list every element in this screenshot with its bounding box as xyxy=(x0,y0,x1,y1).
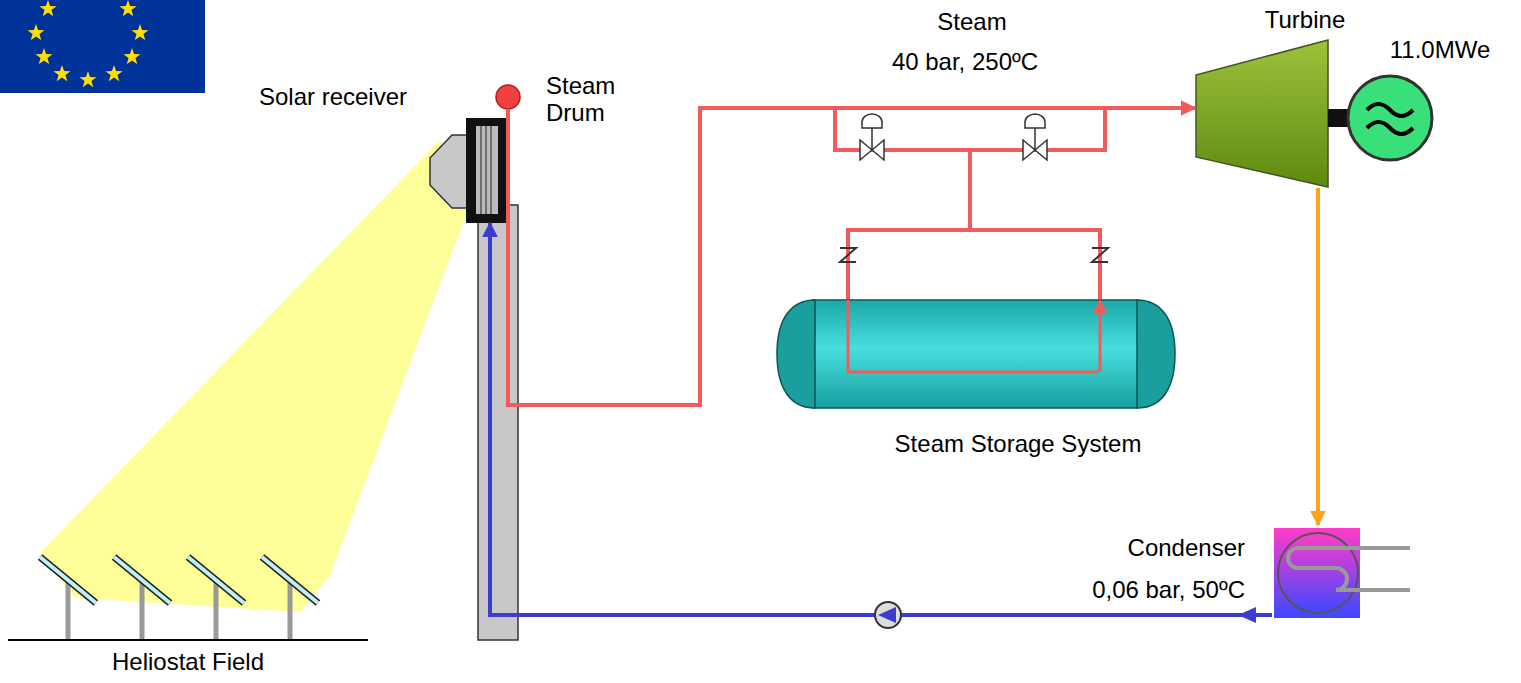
receiver-node: Solar receiver xyxy=(430,118,520,223)
tank-cap xyxy=(1137,300,1175,408)
node-label: Solar receiver xyxy=(259,83,407,111)
node-label: Condenser xyxy=(1128,534,1245,562)
eu-flag xyxy=(0,0,205,93)
flow-arrow xyxy=(1093,299,1107,313)
pump-arrow xyxy=(878,607,896,623)
heliostat-mirror xyxy=(262,557,318,603)
heliostat-mirror xyxy=(40,557,96,603)
heliostat-post xyxy=(66,580,71,640)
receiver-body xyxy=(466,118,506,223)
receiver-hood xyxy=(430,135,468,208)
node-label: Heliostat Field xyxy=(112,648,264,676)
ac-symbol xyxy=(1367,104,1413,134)
storage-node: Steam Storage System xyxy=(777,300,1175,408)
ground-line xyxy=(8,639,368,641)
heliostat-mirror xyxy=(188,557,244,603)
tank-outline xyxy=(812,300,1138,408)
valve-actuator xyxy=(862,114,882,150)
heliostat-mirror xyxy=(188,557,244,603)
flag-star xyxy=(35,48,52,64)
steam-drum xyxy=(496,85,520,109)
condenser-node: Condenser0,06 bar, 50ºC xyxy=(1272,525,1362,620)
flag-star xyxy=(79,71,96,87)
tank-cap xyxy=(777,300,815,408)
light-beam xyxy=(40,140,470,612)
heliostat-mirror xyxy=(114,557,170,603)
flag-star xyxy=(105,65,122,81)
node-label: 11.0MWe xyxy=(1390,36,1491,64)
tower xyxy=(478,205,518,640)
flag-star xyxy=(53,65,70,81)
check-valve xyxy=(1092,248,1108,262)
steam-condition: 40 bar, 250ºC xyxy=(892,48,1038,76)
node-label: Steam Drum xyxy=(546,72,615,126)
node-label: Steam Storage System xyxy=(895,430,1142,458)
storage-pipe xyxy=(835,108,1105,300)
tank-body xyxy=(812,300,1138,408)
generator xyxy=(1348,76,1432,160)
heliostat-mirror xyxy=(114,557,170,603)
tank-internal-pipe xyxy=(848,300,1100,372)
flag-star xyxy=(39,0,56,16)
receiver-tubes xyxy=(481,126,491,214)
flag-star xyxy=(119,0,136,16)
flow-arrow xyxy=(1238,607,1256,623)
node-label: 0,06 bar, 50ºC xyxy=(1092,576,1245,604)
flag-star xyxy=(123,48,140,64)
turbine-node: Turbine xyxy=(1195,40,1330,188)
turbine-body xyxy=(1196,40,1328,187)
flag-star xyxy=(131,24,148,40)
heliostat-post xyxy=(288,580,293,640)
receiver-panel xyxy=(476,126,498,214)
heliostat-mirror xyxy=(40,557,96,603)
heliostat-post xyxy=(214,580,219,640)
edge-label: Steam xyxy=(937,8,1006,36)
heliostat-mirror xyxy=(262,557,318,603)
pump-symbol xyxy=(875,602,901,628)
valve-actuator xyxy=(1025,114,1045,150)
cooling-coil xyxy=(1288,548,1410,590)
heliostat-post xyxy=(140,580,145,640)
node-label: Turbine xyxy=(1265,6,1345,34)
drum-node: Steam Drum xyxy=(496,85,520,109)
heliostat-node: Heliostat Field xyxy=(30,545,370,640)
generator-node: 11.0MWe xyxy=(1348,76,1432,160)
check-valve xyxy=(840,248,856,262)
pipe-connector xyxy=(490,223,1272,615)
pipe-connector xyxy=(508,108,1195,405)
pipe-connector xyxy=(1316,188,1320,525)
flag-star xyxy=(27,24,44,40)
